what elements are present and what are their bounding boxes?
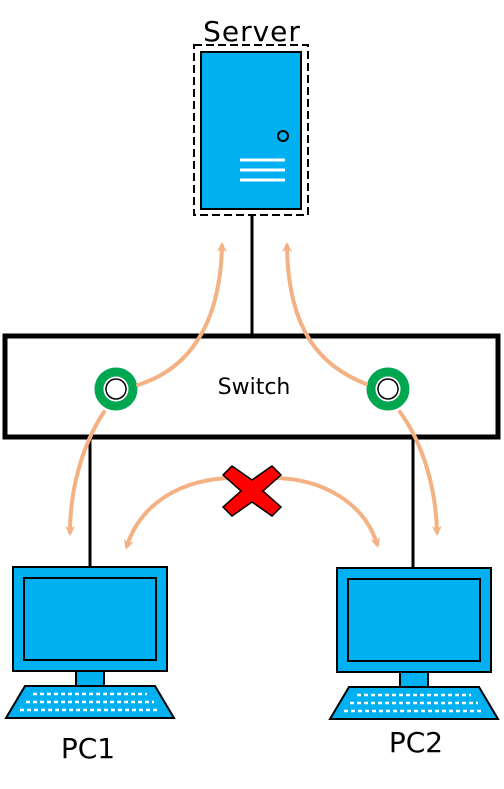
arrow-port2-to-pc2 <box>398 410 442 536</box>
switch-box <box>2 333 501 440</box>
arrow-port2-to-server <box>282 242 368 386</box>
blocked-arrow-to-pc2 <box>270 476 381 548</box>
pc1-keyboard-icon <box>4 685 176 719</box>
pc1-monitor-icon <box>12 566 168 687</box>
pc2-label: PC2 <box>389 726 443 759</box>
traffic-arrows <box>65 242 442 550</box>
pc2-monitor-icon <box>336 567 492 688</box>
switch-label: Switch <box>218 375 291 400</box>
server-label: Server <box>203 15 301 48</box>
red-x-icon <box>221 465 283 517</box>
arrow-port1-to-pc1 <box>65 410 106 536</box>
blocked-arrow-to-pc1 <box>124 476 237 550</box>
pc1-label: PC1 <box>61 732 115 765</box>
arrow-port1-to-server <box>136 242 227 387</box>
server-icon <box>193 44 309 216</box>
pc2-keyboard-icon <box>328 686 500 720</box>
